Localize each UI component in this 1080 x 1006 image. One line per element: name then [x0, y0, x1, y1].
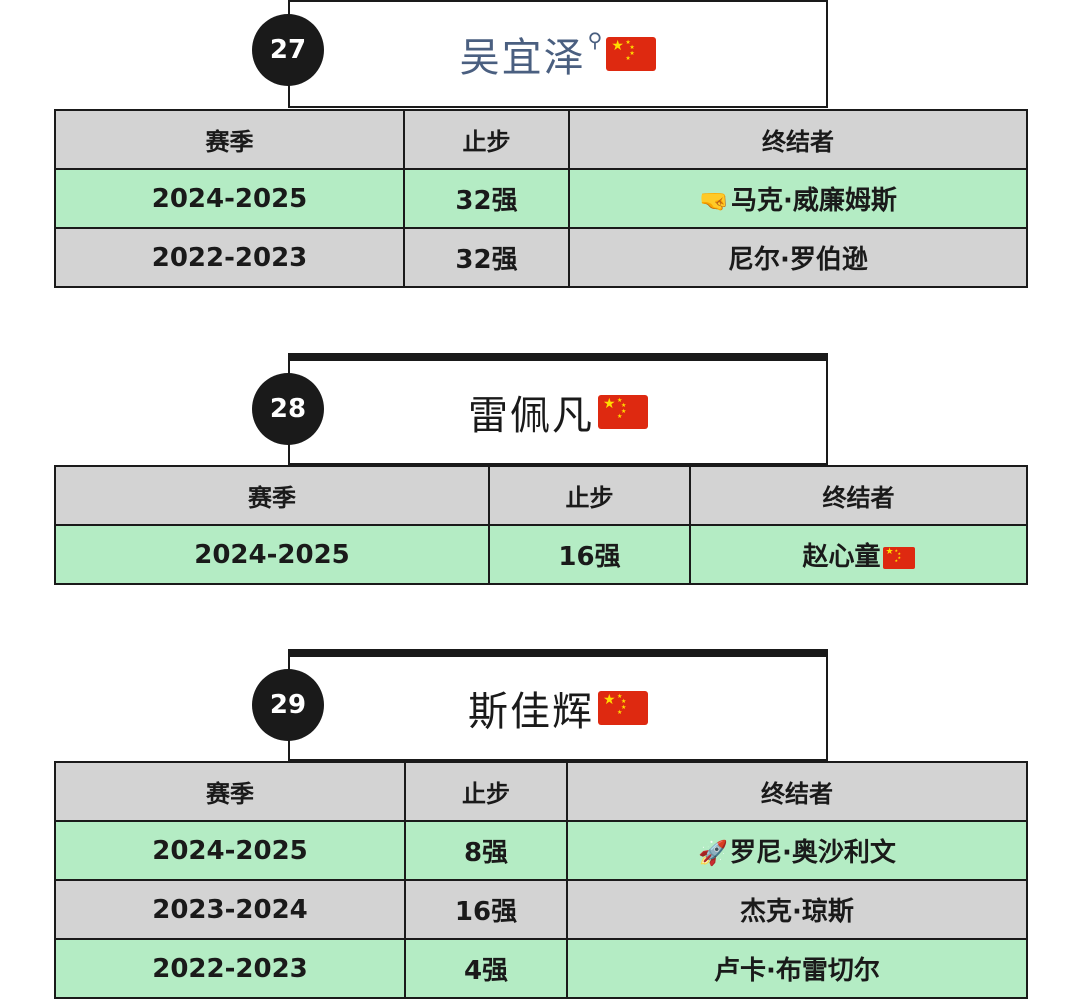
fist-bump-icon: 🤜: [699, 187, 729, 215]
player-name: 雷佩凡: [468, 393, 594, 439]
eliminator-cell: 🚀罗尼·奥沙利文: [566, 820, 1028, 881]
player-name-box: 斯佳辉 ★ ★ ★ ★ ★: [288, 649, 828, 761]
table-header-row: 赛季 止步 终结者: [54, 761, 1028, 822]
season-cell: 2024-2025: [54, 820, 406, 881]
column-header-stage: 止步: [403, 109, 570, 170]
column-header-season: 赛季: [54, 465, 490, 526]
eliminator-name: 罗尼·奥沙利文: [730, 838, 896, 868]
table-header-row: 赛季 止步 终结者: [54, 109, 1028, 170]
china-flag-icon: ★ ★ ★ ★ ★: [598, 395, 648, 429]
player-name: 斯佳辉: [468, 689, 594, 735]
table-row: 2024-2025 8强 🚀罗尼·奥沙利文: [54, 820, 1028, 881]
stage-cell: 16强: [404, 879, 568, 940]
stats-table: 赛季 止步 终结者 2024-2025 16强 赵心童★★★★★: [54, 465, 1028, 585]
table-row: 2022-2023 32强 尼尔·罗伯逊: [54, 227, 1028, 288]
eliminator-name: 杰克·琼斯: [740, 897, 854, 927]
eliminator-name: 尼尔·罗伯逊: [728, 245, 868, 275]
column-header-season: 赛季: [54, 761, 406, 822]
eliminator-cell: 卢卡·布雷切尔: [566, 938, 1028, 999]
rank-badge: 29: [252, 669, 324, 741]
season-cell: 2022-2023: [54, 227, 405, 288]
column-header-eliminator: 终结者: [568, 109, 1028, 170]
season-cell: 2024-2025: [54, 168, 405, 229]
table-row: 2022-2023 4强 卢卡·布雷切尔: [54, 938, 1028, 999]
stats-table: 赛季 止步 终结者 2024-2025 8强 🚀罗尼·奥沙利文 2023-202…: [54, 761, 1028, 999]
eliminator-name: 马克·威廉姆斯: [731, 186, 897, 216]
china-flag-icon: ★ ★ ★ ★ ★: [606, 37, 657, 71]
season-cell: 2024-2025: [54, 524, 490, 585]
season-cell: 2023-2024: [54, 879, 406, 940]
table-row: 2024-2025 16强 赵心童★★★★★: [54, 524, 1028, 585]
eliminator-name: 卢卡·布雷切尔: [714, 956, 880, 986]
column-header-eliminator: 终结者: [566, 761, 1028, 822]
stage-cell: 4强: [404, 938, 568, 999]
stage-cell: 32强: [403, 168, 570, 229]
eliminator-cell: 🤜马克·威廉姆斯: [568, 168, 1028, 229]
table-header-row: 赛季 止步 终结者: [54, 465, 1028, 526]
table-row: 2023-2024 16强 杰克·琼斯: [54, 879, 1028, 940]
column-header-stage: 止步: [404, 761, 568, 822]
magnifier-icon[interactable]: ⚲: [587, 28, 603, 52]
stage-cell: 16强: [488, 524, 691, 585]
eliminator-cell: 赵心童★★★★★: [689, 524, 1028, 585]
stage-cell: 8强: [404, 820, 568, 881]
player-name-box: 雷佩凡 ★ ★ ★ ★ ★: [288, 353, 828, 465]
column-header-season: 赛季: [54, 109, 405, 170]
rank-badge: 27: [252, 14, 324, 86]
china-flag-icon: ★ ★ ★ ★ ★: [598, 691, 648, 725]
rank-badge: 28: [252, 373, 324, 445]
column-header-stage: 止步: [488, 465, 691, 526]
rocket-icon: 🚀: [698, 839, 728, 867]
eliminator-name: 赵心童: [802, 542, 881, 572]
stats-table: 赛季 止步 终结者 2024-2025 32强 🤜马克·威廉姆斯 2022-20…: [54, 109, 1028, 288]
season-cell: 2022-2023: [54, 938, 406, 999]
player-name-box: 吴宜泽 ⚲ ★ ★ ★ ★ ★: [288, 0, 828, 108]
stage-cell: 32强: [403, 227, 570, 288]
column-header-eliminator: 终结者: [689, 465, 1028, 526]
table-row: 2024-2025 32强 🤜马克·威廉姆斯: [54, 168, 1028, 229]
eliminator-cell: 尼尔·罗伯逊: [568, 227, 1028, 288]
eliminator-cell: 杰克·琼斯: [566, 879, 1028, 940]
china-flag-icon: ★★★★★: [882, 546, 915, 569]
player-name-link[interactable]: 吴宜泽: [459, 35, 586, 81]
